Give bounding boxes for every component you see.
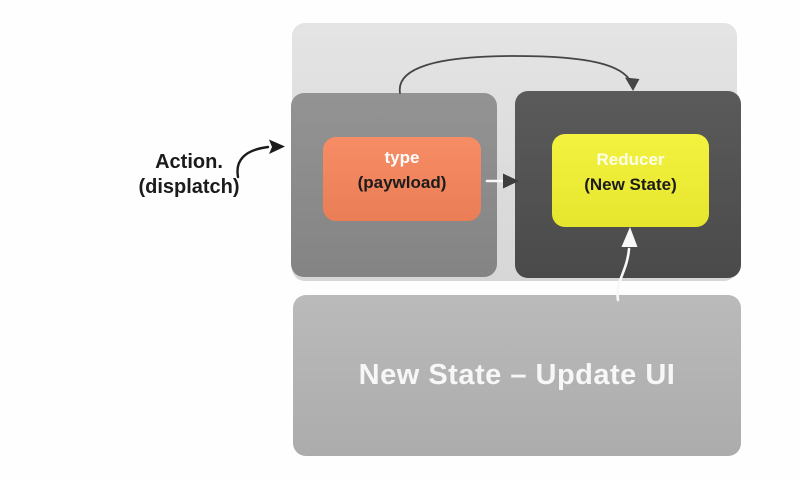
action-label-line2: (displatch) — [138, 176, 240, 198]
action-dispatch-label: Action. (displatch) — [129, 150, 249, 200]
reducer-box: Reducer (New State) — [552, 134, 709, 227]
reducer-box-title: Reducer — [596, 150, 665, 169]
action-label-line1: Action. — [155, 151, 223, 173]
action-type-box: type (paywload) — [323, 137, 481, 221]
update-ui-panel: New State – Update UI — [293, 295, 741, 456]
update-ui-label: New State – Update UI — [358, 359, 676, 391]
type-box-title: type — [384, 148, 420, 167]
type-box-subtitle: (paywload) — [357, 173, 447, 192]
reducer-box-subtitle: (New State) — [584, 175, 677, 194]
